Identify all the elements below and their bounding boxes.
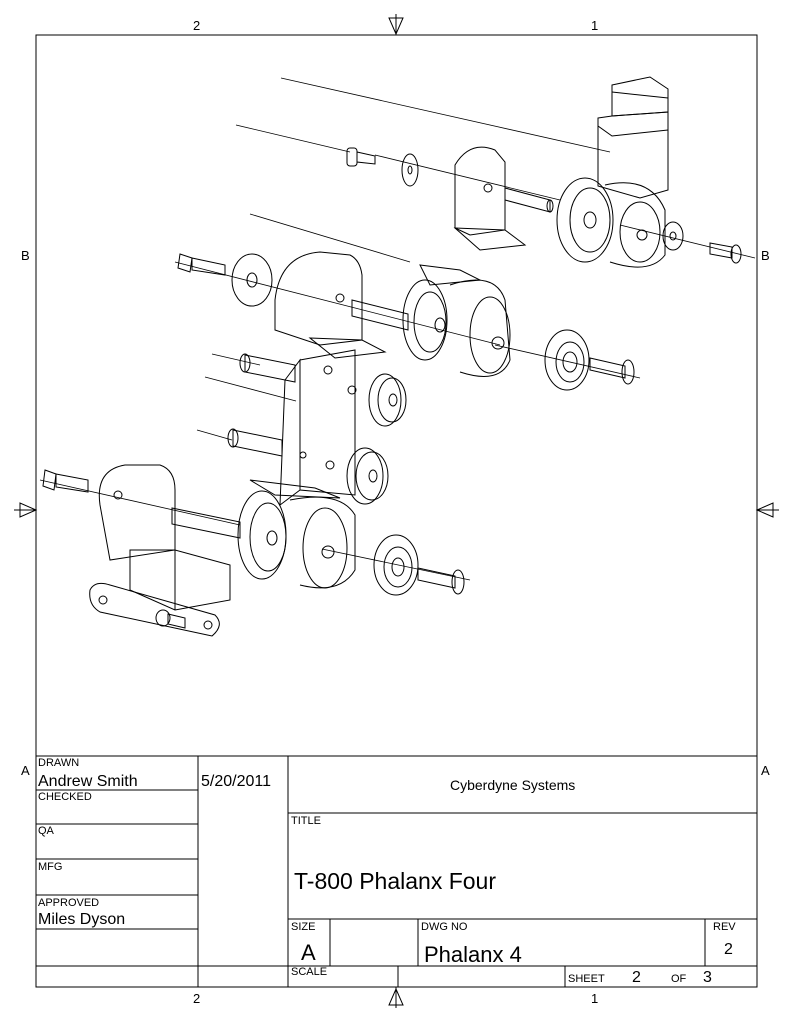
zone-label-left-a: A (21, 763, 30, 778)
sheet-label: SHEET (568, 973, 605, 985)
drawn-name: Andrew Smith (38, 773, 138, 790)
dwg-no-label: DWG NO (421, 921, 468, 933)
link-pins (227, 353, 296, 457)
title-block-grid (36, 755, 757, 987)
title-label: TITLE (291, 815, 321, 827)
center-marks (14, 14, 779, 1008)
approved-name: Miles Dyson (38, 911, 126, 928)
link-rollers (346, 373, 407, 505)
axis-lines (39, 77, 756, 581)
zone-label-bottom-2: 2 (193, 991, 201, 1006)
joint-upper (556, 177, 666, 268)
bracket-upper (453, 146, 527, 251)
base-bracket (89, 464, 231, 637)
checked-label: CHECKED (38, 791, 92, 803)
dwg-no-value: Phalanx 4 (424, 942, 522, 967)
drawn-label: DRAWN (38, 757, 80, 769)
zone-label-right-b: B (761, 248, 770, 263)
exploded-assembly (39, 76, 756, 637)
hardware-upper (346, 147, 742, 264)
joint-lower (171, 490, 356, 589)
qa-label: QA (38, 825, 54, 837)
size-value: A (301, 940, 316, 965)
bracket-middle (274, 251, 482, 359)
sheet-number: 2 (632, 969, 641, 986)
zone-label-top-1: 1 (591, 18, 599, 33)
pin-upper (504, 187, 554, 213)
zone-label-bottom-1: 1 (591, 991, 599, 1006)
drawing-border (35, 34, 758, 988)
hardware-lower (42, 469, 465, 596)
hardware-middle (177, 253, 635, 391)
approved-label: APPROVED (38, 897, 100, 909)
company-name: Cyberdyne Systems (450, 777, 576, 793)
drawn-date: 5/20/2011 (201, 773, 271, 790)
mfg-label: MFG (38, 861, 63, 873)
scale-label: SCALE (291, 966, 328, 978)
zone-label-left-b: B (21, 248, 30, 263)
zone-label-right-a: A (761, 763, 770, 778)
rev-value: 2 (724, 941, 733, 958)
of-label: OF (671, 973, 687, 985)
rev-label: REV (713, 921, 736, 933)
drawing-title: T-800 Phalanx Four (294, 868, 497, 894)
motor-housing-upper (597, 76, 669, 199)
joint-middle (351, 279, 511, 377)
phalanx-link (249, 349, 357, 507)
sheet-total: 3 (703, 969, 712, 986)
size-label: SIZE (291, 921, 316, 933)
zone-label-top-2: 2 (193, 18, 201, 33)
